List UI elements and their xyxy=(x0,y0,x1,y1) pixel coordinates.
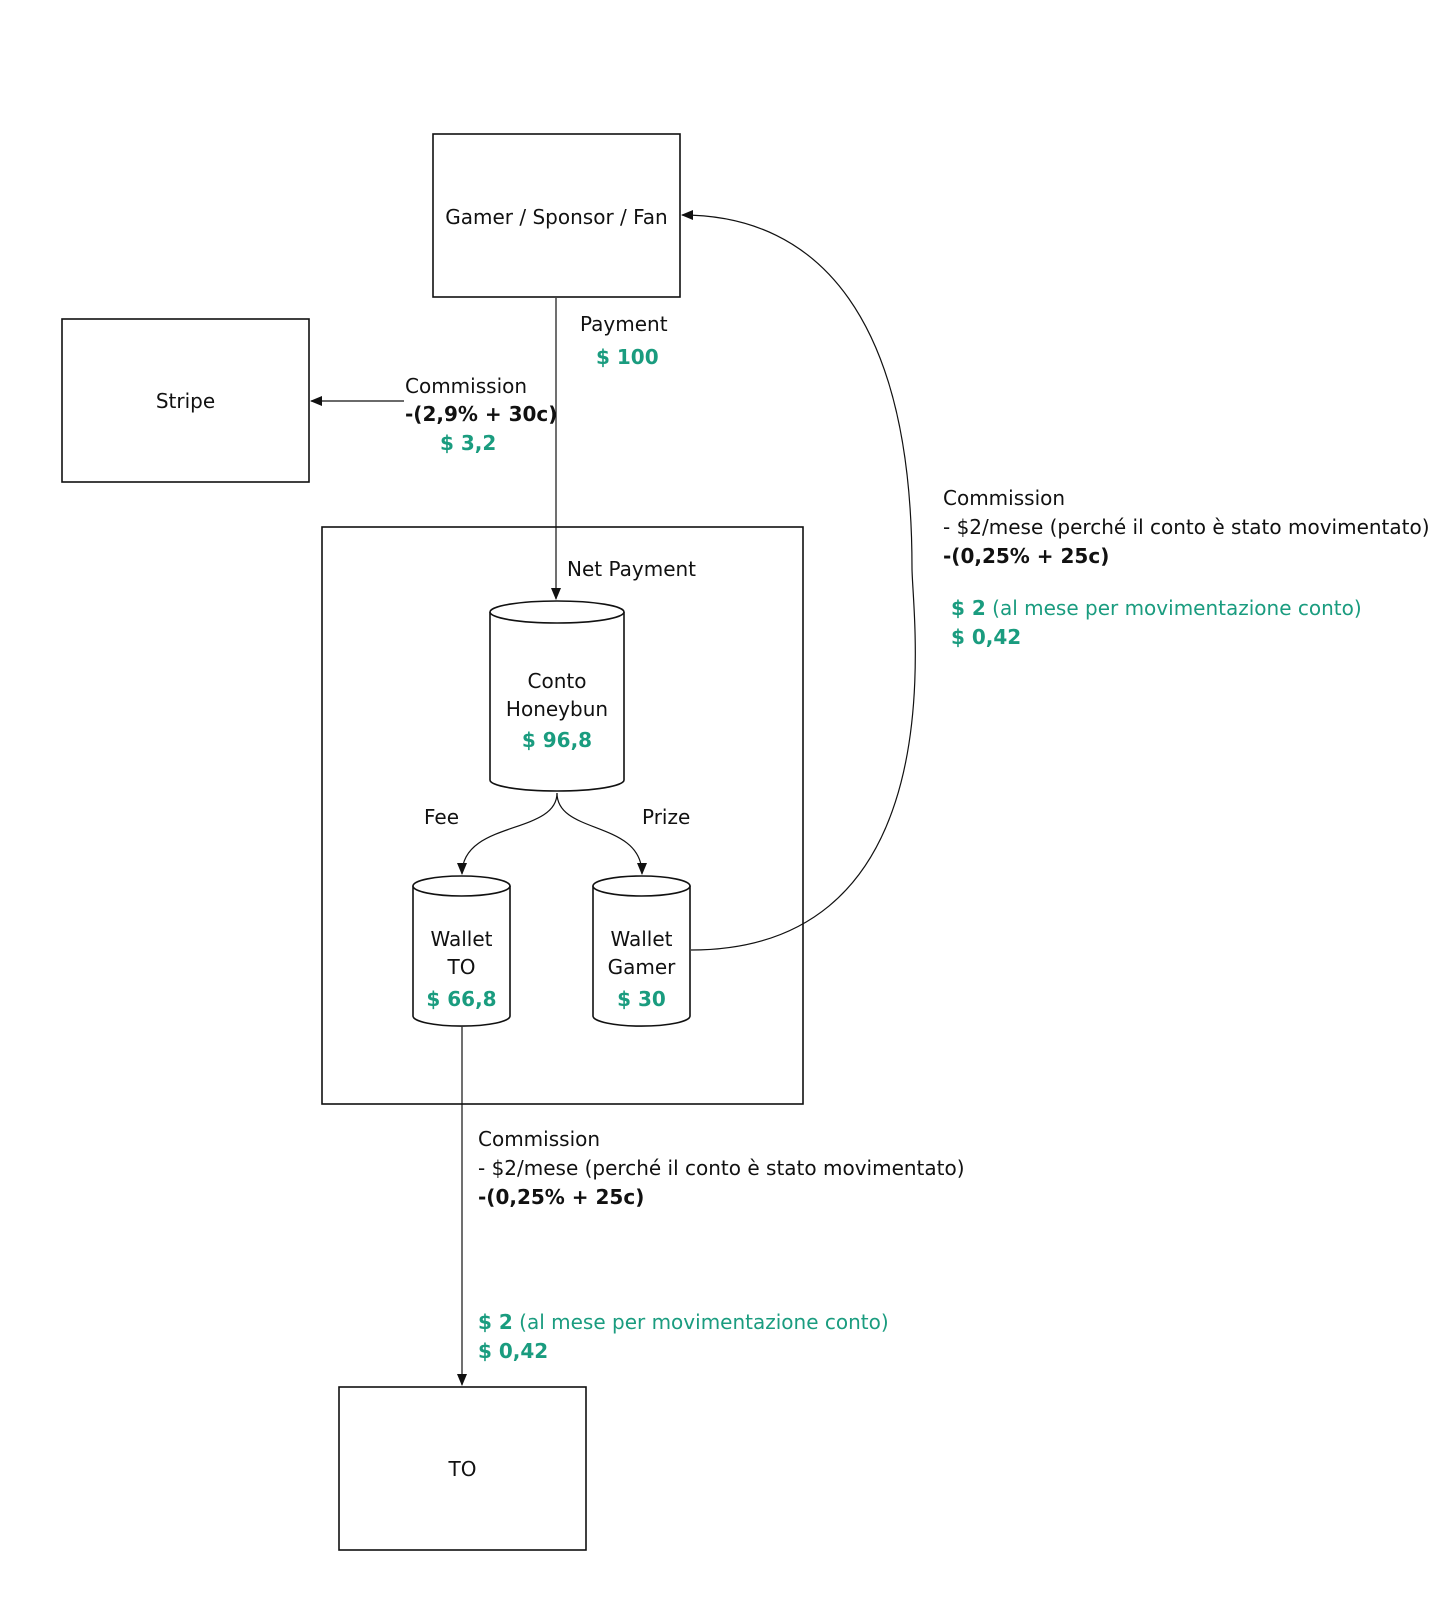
wallet-to-text: Wallet TO $ 66,8 xyxy=(413,925,510,1013)
gamer-commission-block: Commission - $2/mese (perché il conto è … xyxy=(943,484,1430,664)
wallet-gamer-text: Wallet Gamer $ 30 xyxy=(593,925,690,1013)
wallet-to-line2: TO xyxy=(447,955,476,979)
prize-label: Prize xyxy=(642,805,691,829)
wallet-gamer-line2: Gamer xyxy=(607,955,676,979)
stripe-commission-label: Commission xyxy=(405,374,528,398)
to-commission-line2: - $2/mese (perché il conto è stato movim… xyxy=(478,1156,965,1180)
to-commission-amount1-note: (al mese per movimentazione conto) xyxy=(519,1310,889,1334)
conto-amount: $ 96,8 xyxy=(521,728,593,752)
gamer-commission-amount1-strong: $ 2 xyxy=(951,596,986,620)
stripe-box xyxy=(61,318,310,483)
gamer-commission-line2: - $2/mese (perché il conto è stato movim… xyxy=(943,515,1430,539)
payment-label: Payment xyxy=(580,312,668,336)
wallet-to-line1: Wallet xyxy=(430,927,493,951)
stripe-label: Stripe xyxy=(155,389,216,413)
to-commission-label: Commission xyxy=(478,1127,601,1151)
to-label: TO xyxy=(448,1457,477,1481)
stripe-commission-formula: -(2,9% + 30c) xyxy=(405,402,558,426)
conto-line2: Honeybun xyxy=(505,697,609,721)
gamer-commission-amount2: $ 0,42 xyxy=(951,625,1022,649)
gamer-box xyxy=(432,133,681,298)
fee-arrow xyxy=(457,792,558,875)
fee-label: Fee xyxy=(424,805,460,829)
stripe-commission-amount: $ 3,2 xyxy=(440,431,497,455)
wallet-to-amount: $ 66,8 xyxy=(426,987,497,1011)
gamer-commission-label: Commission xyxy=(943,486,1066,510)
gamer-commission-amount1: $ 2 (al mese per movimentazione conto) xyxy=(951,594,1362,622)
conto-honeybun-cylinder xyxy=(489,600,625,792)
to-box xyxy=(338,1386,587,1551)
to-commission-formula: -(0,25% + 25c) xyxy=(478,1185,645,1209)
to-commission-amount1: $ 2 (al mese per movimentazione conto) xyxy=(478,1308,889,1336)
gamer-commission-formula: -(0,25% + 25c) xyxy=(943,544,1110,568)
conto-honeybun-text: Conto Honeybun $ 96,8 xyxy=(490,667,624,754)
gamer-commission-arrow xyxy=(681,210,916,951)
wallet-to-cylinder xyxy=(412,875,511,1027)
conto-line1: Conto xyxy=(527,669,587,693)
wallet-gamer-cylinder xyxy=(592,875,691,1027)
gamer-commission-amount1-note: (al mese per movimentazione conto) xyxy=(992,596,1362,620)
diagram-canvas xyxy=(61,133,916,1551)
wallet-gamer-line1: Wallet xyxy=(610,927,673,951)
payment-amount: $ 100 xyxy=(596,345,659,369)
wallet-gamer-amount: $ 30 xyxy=(617,987,666,1011)
to-commission-amount2: $ 0,42 xyxy=(478,1339,549,1363)
prize-arrow xyxy=(556,792,647,875)
to-commission-amount1-strong: $ 2 xyxy=(478,1310,513,1334)
gamer-label: Gamer / Sponsor / Fan xyxy=(445,205,668,229)
net-payment-label: Net Payment xyxy=(567,557,697,581)
honeybun-container xyxy=(321,526,804,1105)
